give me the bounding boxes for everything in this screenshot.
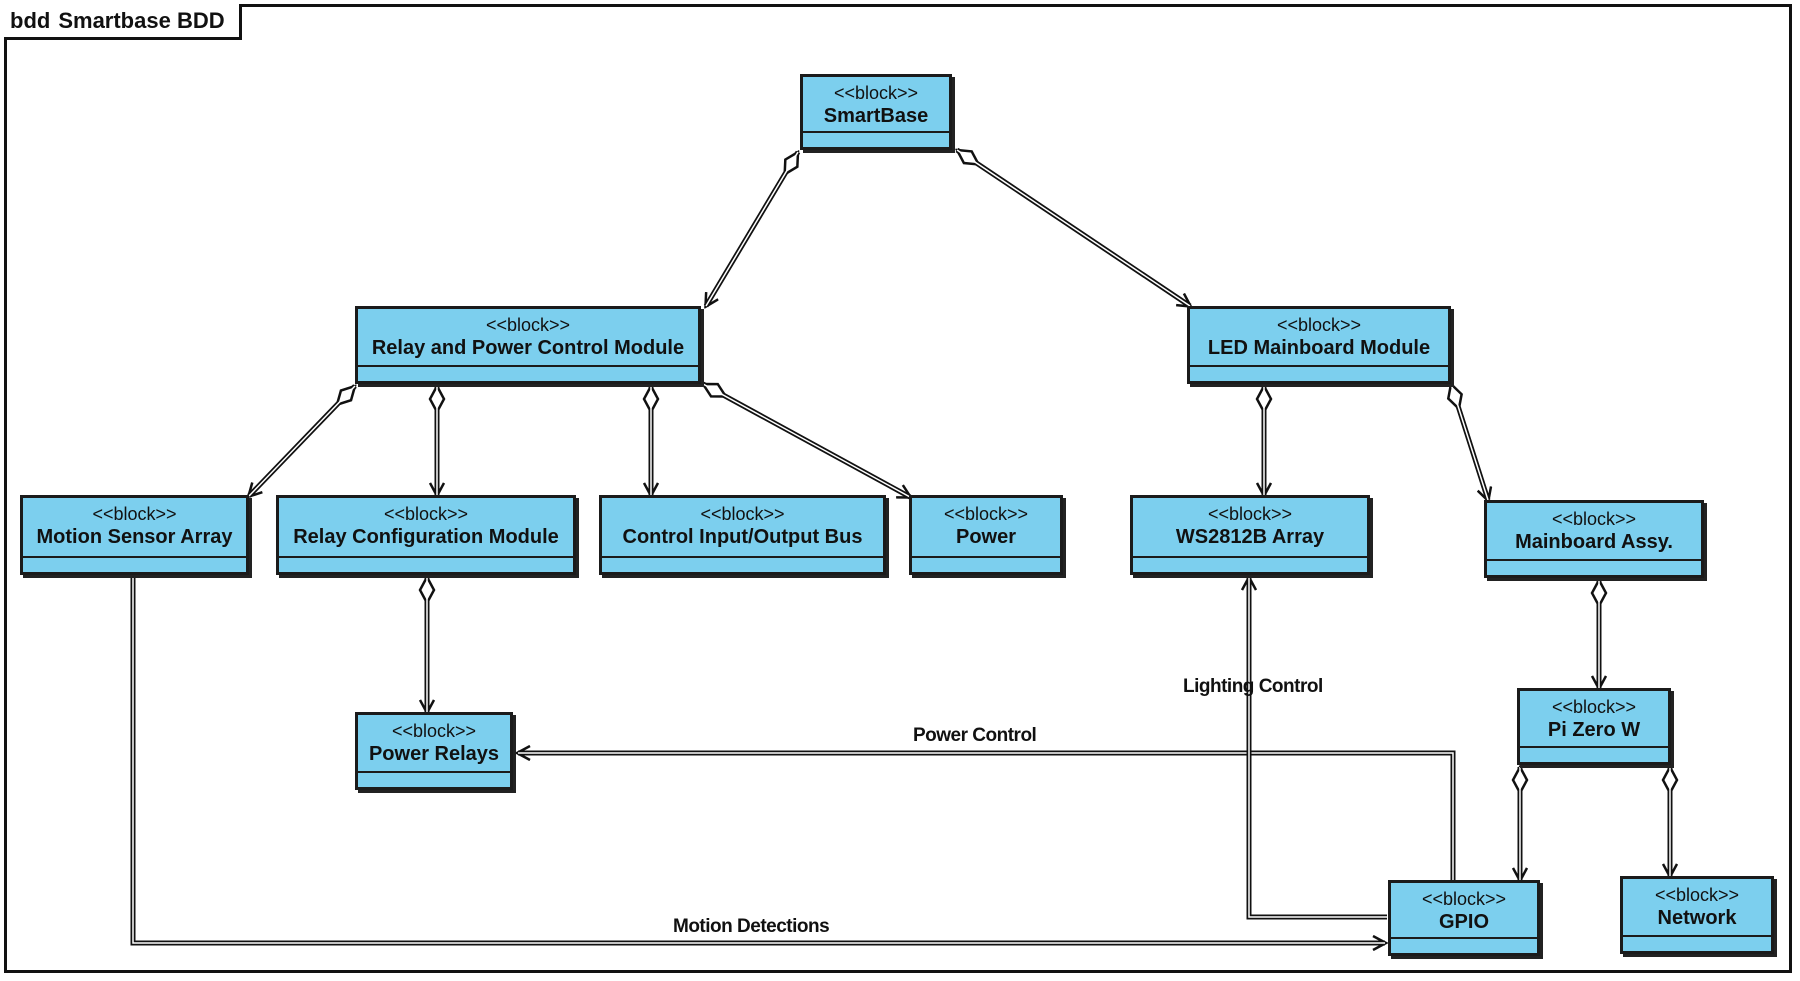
compartment bbox=[1623, 935, 1771, 951]
compartment bbox=[358, 365, 698, 381]
compartment bbox=[912, 556, 1060, 572]
block-power-relays[interactable]: <<block>> Power Relays bbox=[355, 712, 513, 790]
block-relay-configuration-module[interactable]: <<block>> Relay Configuration Module bbox=[276, 495, 576, 575]
smartbase-to-led-mainboard-composition-inner bbox=[956, 149, 1191, 307]
lighting-control-connector[interactable] bbox=[1249, 578, 1387, 920]
block-led-mainboard-module[interactable]: <<block>> LED Mainboard Module bbox=[1187, 306, 1451, 384]
block-name: WS2812B Array bbox=[1175, 526, 1325, 548]
compartment bbox=[1391, 937, 1537, 953]
compartment bbox=[1520, 746, 1668, 762]
block-name: Motion Sensor Array bbox=[36, 526, 233, 548]
block-name: GPIO bbox=[1438, 911, 1489, 933]
block-ws2812b-array[interactable]: <<block>> WS2812B Array bbox=[1130, 495, 1370, 575]
block-name: LED Mainboard Module bbox=[1207, 337, 1431, 359]
compartment bbox=[358, 771, 510, 787]
power-control-connector[interactable] bbox=[518, 753, 1456, 880]
led-mainboard-to-mainboard-assy-composition-inner bbox=[1450, 383, 1489, 501]
block-name: Mainboard Assy. bbox=[1515, 531, 1673, 553]
stereotype-label: <<block>> bbox=[833, 83, 919, 103]
frame-keyword: bdd bbox=[10, 7, 51, 33]
stereotype-label: <<block>> bbox=[1551, 509, 1637, 529]
block-control-input-output-bus[interactable]: <<block>> Control Input/Output Bus bbox=[599, 495, 886, 575]
compartment bbox=[1133, 556, 1367, 572]
relay-power-to-motion-sensor-composition-inner bbox=[248, 385, 356, 497]
block-mainboard-assy[interactable]: <<block>> Mainboard Assy. bbox=[1484, 500, 1704, 578]
compartment bbox=[803, 131, 949, 147]
block-name: Pi Zero W bbox=[1547, 719, 1641, 741]
block-pi-zero-w[interactable]: <<block>> Pi Zero W bbox=[1517, 688, 1671, 765]
stereotype-label: <<block>> bbox=[391, 721, 477, 741]
block-gpio[interactable]: <<block>> GPIO bbox=[1388, 880, 1540, 956]
block-motion-sensor-array[interactable]: <<block>> Motion Sensor Array bbox=[20, 495, 249, 575]
stereotype-label: <<block>> bbox=[92, 504, 177, 524]
stereotype-label: <<block>> bbox=[1276, 315, 1362, 335]
compartment bbox=[602, 556, 883, 572]
stereotype-label: <<block>> bbox=[700, 504, 785, 524]
block-name: Power Relays bbox=[368, 743, 500, 765]
relay-power-to-power-composition-inner bbox=[702, 383, 911, 498]
block-name: Relay Configuration Module bbox=[293, 526, 559, 548]
motion-detections-connector[interactable] bbox=[130, 578, 1385, 943]
compartment bbox=[279, 556, 573, 572]
flow-edges bbox=[130, 578, 1456, 943]
stereotype-label: <<block>> bbox=[1207, 504, 1293, 524]
compartment bbox=[1487, 559, 1701, 575]
stereotype-label: <<block>> bbox=[1421, 889, 1507, 909]
stereotype-label: <<block>> bbox=[1654, 885, 1740, 905]
block-smartbase[interactable]: <<block>> SmartBase bbox=[800, 74, 952, 150]
block-name: Network bbox=[1657, 907, 1737, 929]
block-network[interactable]: <<block>> Network bbox=[1620, 876, 1774, 954]
compartment bbox=[1190, 365, 1448, 381]
smartbase-to-relay-power-composition-inner bbox=[705, 151, 799, 307]
lighting-control-label: Lighting Control bbox=[1183, 676, 1323, 697]
frame-title: Smartbase BDD bbox=[58, 7, 225, 33]
stereotype-label: <<block>> bbox=[383, 504, 469, 524]
frame-border bbox=[4, 4, 1792, 973]
block-name: Power bbox=[955, 526, 1017, 548]
compartment bbox=[23, 556, 246, 572]
block-name: Control Input/Output Bus bbox=[622, 526, 863, 548]
power-control-label: Power Control bbox=[913, 725, 1037, 746]
composition-edges bbox=[248, 147, 1670, 880]
block-name: SmartBase bbox=[823, 105, 929, 127]
block-relay-power-control-module[interactable]: <<block>> Relay and Power Control Module bbox=[355, 306, 701, 384]
block-power[interactable]: <<block>> Power bbox=[909, 495, 1063, 575]
block-name: Relay and Power Control Module bbox=[371, 337, 685, 359]
motion-detections-label: Motion Detections bbox=[673, 916, 830, 937]
stereotype-label: <<block>> bbox=[943, 504, 1029, 524]
stereotype-label: <<block>> bbox=[1551, 697, 1637, 717]
frame-tab[interactable]: bdd Smartbase BDD bbox=[4, 4, 242, 40]
stereotype-label: <<block>> bbox=[485, 315, 571, 335]
